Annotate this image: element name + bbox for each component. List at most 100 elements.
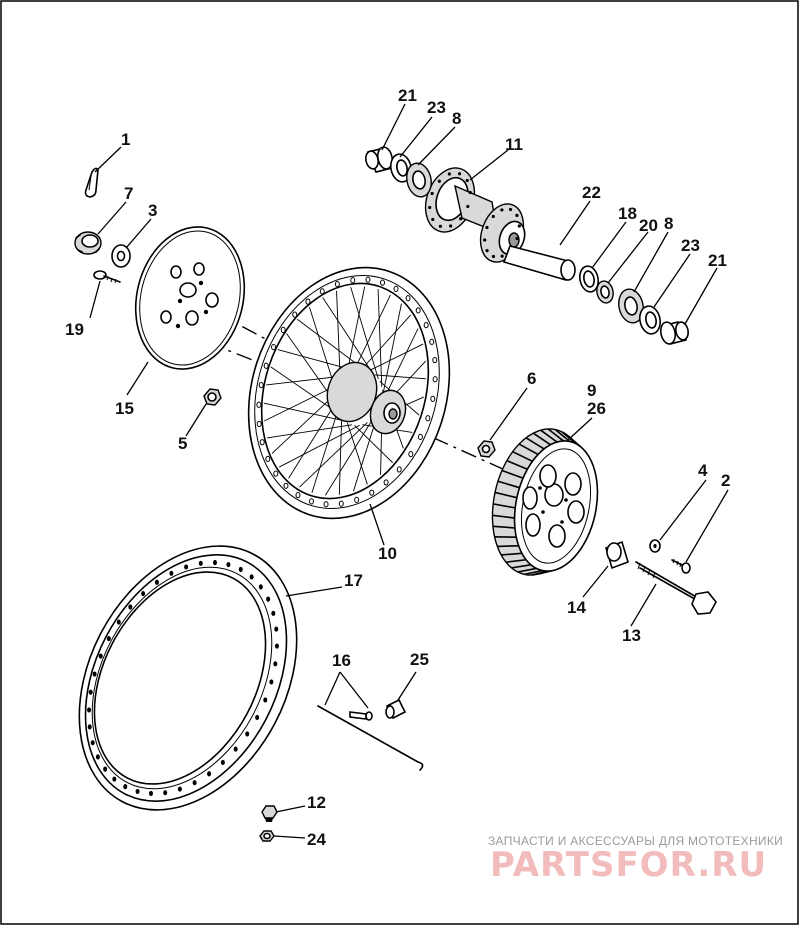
callout-labels: 1 2 3 4 5 6 7 8 8 9 10 11 12 13 14 15 16… — [65, 86, 730, 849]
hub-hole — [431, 217, 435, 222]
wheel-spokes — [263, 286, 427, 496]
spoke-line — [338, 417, 343, 495]
callout-4: 4 — [698, 461, 708, 480]
spoke-nipple-hole — [429, 338, 435, 345]
spoke-nipple-hole — [283, 482, 289, 489]
sprocket-tooth — [494, 491, 518, 499]
sprocket-tooth — [511, 564, 531, 569]
rim-hole — [226, 561, 231, 568]
sprocket-tooth — [525, 437, 545, 450]
valve-cap — [261, 805, 278, 822]
spoke-line — [322, 297, 374, 374]
rim-hole — [258, 584, 263, 590]
rim-hole — [90, 740, 95, 746]
spoke-line — [266, 424, 352, 439]
spoke-nipple-hole — [265, 455, 271, 462]
hub-hole — [457, 172, 462, 176]
rim-hole — [184, 564, 189, 570]
callout-22: 22 — [582, 183, 601, 202]
rim-hole — [263, 697, 268, 703]
rim-hole — [169, 570, 174, 576]
callout-23-right: 23 — [681, 236, 700, 255]
spoke-nipple-hole — [256, 420, 262, 428]
rim-hole — [198, 560, 203, 566]
rim-hole — [123, 784, 128, 790]
disc-nut — [203, 388, 222, 406]
spoke-line — [279, 424, 360, 468]
callout-25: 25 — [410, 650, 429, 669]
rim-hole — [192, 780, 197, 786]
spoke-nipple-hole — [380, 279, 386, 286]
bearing-spacer-sleeve — [502, 245, 576, 281]
hub-hole — [483, 238, 487, 242]
spoke-line — [367, 343, 424, 372]
rim-hole — [128, 604, 133, 610]
rim-spoke-holes — [87, 559, 279, 797]
callout-8-right: 8 — [664, 214, 673, 233]
spoke-nipple-hole — [354, 496, 360, 503]
callout-23-top: 23 — [427, 98, 446, 117]
rim-hole — [135, 788, 140, 795]
sprocket-tooth — [540, 429, 558, 443]
spoke-line — [324, 416, 375, 496]
hub-hole — [438, 224, 443, 228]
spoke-nipple-hole — [258, 382, 264, 389]
spoke-line — [350, 287, 379, 379]
spoke-nipple-hole — [292, 311, 298, 318]
cotter-pin — [84, 167, 99, 198]
rim-hole — [212, 559, 217, 566]
callout-16: 16 — [332, 651, 351, 670]
spoke-nipple-hole — [408, 450, 414, 458]
hub-hole — [468, 190, 472, 195]
rim-hole — [92, 671, 97, 677]
callout-10: 10 — [378, 544, 397, 563]
sprocket-tooth — [524, 569, 543, 576]
callout-20: 20 — [639, 216, 658, 235]
hub-hole — [449, 224, 453, 228]
brake-disc — [134, 226, 246, 370]
sprocket-tooth — [554, 428, 571, 443]
spoke — [317, 705, 424, 771]
watermark-tagline: ЗАПЧАСТИ И АКСЕССУАРЫ ДЛЯ МОТОТЕХНИКИ — [488, 834, 783, 848]
spoke-line — [374, 374, 427, 380]
callout-15: 15 — [115, 399, 134, 418]
rim-hole — [87, 707, 92, 713]
rim-hole — [87, 724, 92, 730]
watermark: ЗАПЧАСТИ И АКСЕССУАРЫ ДЛЯ МОТОТЕХНИКИ PA… — [488, 834, 783, 885]
sprocket-tooth — [512, 450, 533, 463]
hub-hole — [430, 191, 434, 196]
spoke-nipple-hole — [432, 376, 438, 383]
axle-spacer-right — [659, 321, 689, 345]
hub-hole — [465, 178, 469, 183]
callout-3: 3 — [148, 201, 157, 220]
spoke-nipple-hole — [405, 295, 411, 302]
hub-flange-holes — [428, 172, 521, 259]
callout-2: 2 — [721, 471, 730, 490]
rim-hole — [163, 790, 168, 796]
rim-hole — [220, 759, 225, 766]
callout-18: 18 — [618, 204, 637, 223]
spoke-nipple-hole — [350, 277, 356, 284]
sprocket-tooth — [497, 544, 519, 548]
spoke-line — [354, 425, 394, 464]
watermark-logo: PARTSFOR.RU — [490, 845, 767, 885]
castle-nut — [74, 231, 102, 255]
sprocket-tooth — [501, 552, 522, 556]
rim-hole — [249, 574, 254, 580]
rim-hole — [269, 679, 274, 685]
callout-11: 11 — [505, 135, 523, 154]
rim-hole — [112, 776, 117, 782]
rim-hole — [233, 746, 238, 752]
rim-hole — [141, 590, 146, 597]
sprocket-tooth — [505, 558, 527, 563]
belt-sprocket — [491, 428, 599, 576]
hub-hole — [500, 254, 504, 258]
callout-8-top: 8 — [452, 109, 461, 128]
wheel-hub — [424, 167, 526, 263]
rim-hole — [103, 766, 108, 772]
callout-1: 1 — [121, 130, 130, 149]
spoke-line — [352, 294, 391, 374]
rim-hole — [116, 619, 121, 625]
